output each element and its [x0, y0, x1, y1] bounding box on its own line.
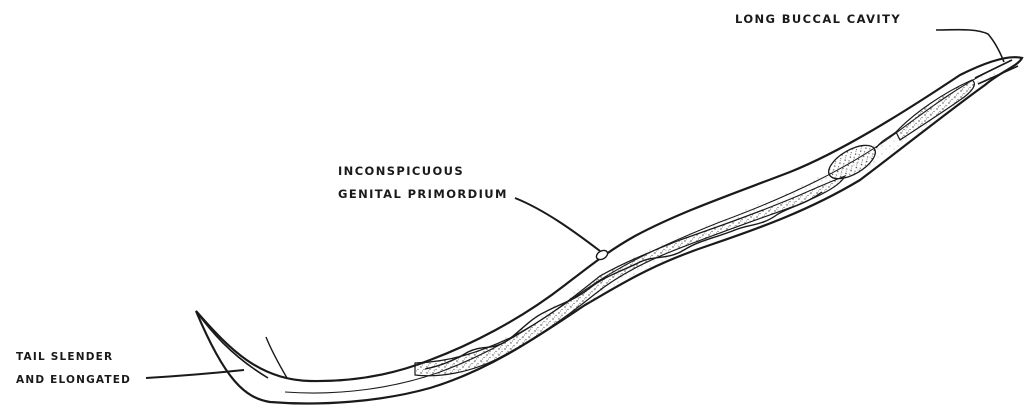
label-line: LONG BUCCAL CAVITY — [735, 8, 901, 31]
label-line: AND ELONGATED — [16, 369, 131, 392]
label-line: TAIL SLENDER — [16, 346, 131, 369]
body-outline — [196, 57, 1022, 403]
label-line: GENITAL PRIMORDIUM — [338, 183, 508, 206]
label-line: INCONSPICUOUS — [338, 160, 508, 183]
label-genital-primordium: INCONSPICUOUS GENITAL PRIMORDIUM — [338, 160, 508, 206]
label-tail: TAIL SLENDER AND ELONGATED — [16, 346, 131, 392]
leader-line-genital — [515, 198, 600, 251]
inner-cuticle-line — [285, 66, 1000, 393]
label-long-buccal-cavity: LONG BUCCAL CAVITY — [735, 8, 901, 31]
leader-line-buccal — [936, 30, 1004, 62]
